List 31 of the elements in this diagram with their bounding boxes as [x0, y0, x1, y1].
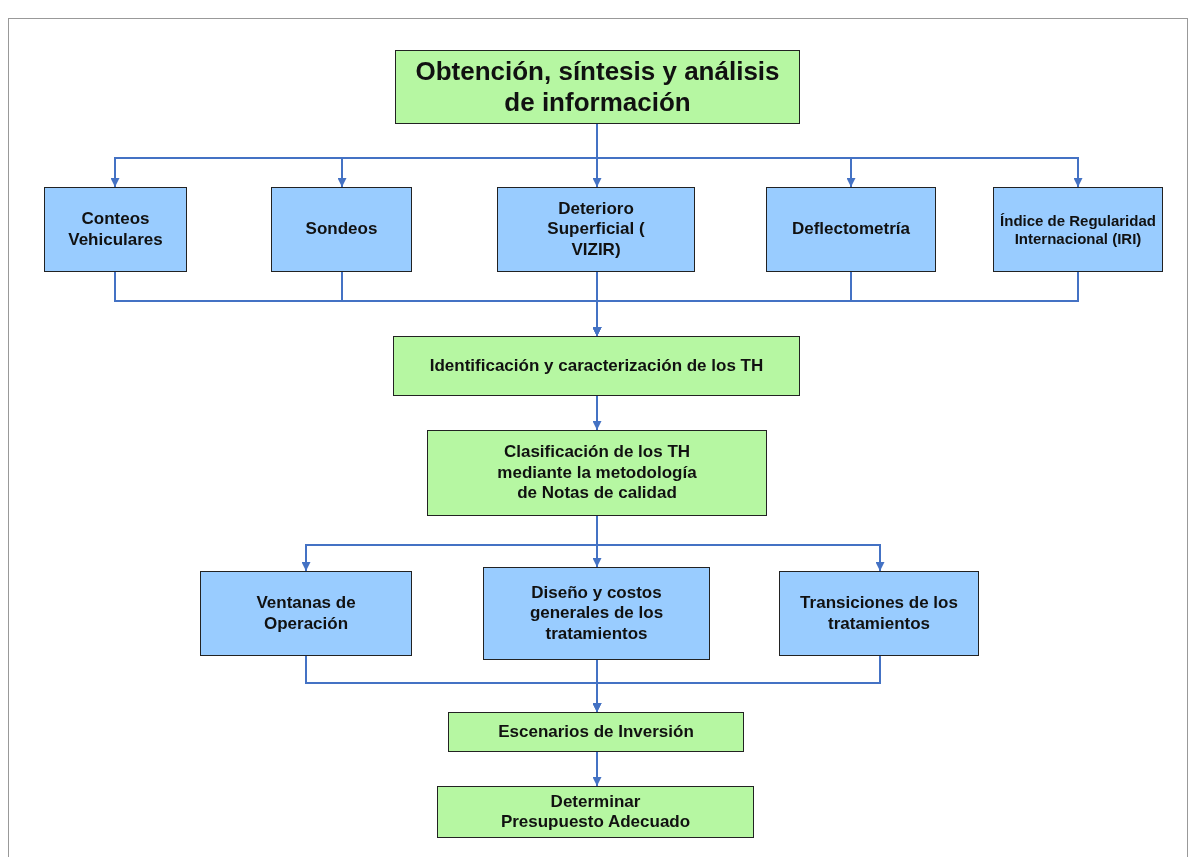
process-box	[497, 187, 695, 272]
box-label: Deflectometría	[791, 219, 911, 240]
connector-arrow	[592, 271, 1079, 337]
process-box	[395, 50, 800, 124]
connector-arrow	[592, 395, 602, 431]
process-box	[766, 187, 936, 272]
box-label: Conteos Vehiculares	[67, 209, 164, 250]
box-label: Escenarios de Inversión	[498, 721, 694, 743]
process-box	[271, 187, 412, 272]
connector-arrow	[592, 751, 602, 787]
process-box	[393, 336, 800, 396]
box-label: Deterioro Superficial ( VIZIR)	[546, 198, 646, 261]
process-box	[779, 571, 979, 656]
box-label: Ventanas de Operación	[255, 593, 357, 634]
box-label: Diseño y costos generales de los tratamientos	[528, 582, 665, 645]
box-label: Identificación y caracterización de los TH	[429, 355, 764, 377]
process-box	[437, 786, 754, 838]
process-box	[44, 187, 187, 272]
process-box	[448, 712, 744, 752]
process-box	[200, 571, 412, 656]
process-box	[993, 187, 1163, 272]
box-label: Clasificación de los TH mediante la metodología de Notas de calidad	[496, 442, 698, 504]
box-label: Obtención, síntesis y análisis de información	[414, 55, 781, 119]
connector-arrow	[596, 515, 885, 572]
connector-arrow	[592, 655, 881, 713]
box-label: Índice de Regularidad Internacional (IRI)	[1000, 211, 1156, 248]
box-label: Sondeos	[305, 219, 378, 240]
box-label: Transiciones de los tratamientos	[799, 593, 959, 634]
box-label: Determinar Presupuesto Adecuado	[499, 791, 692, 833]
process-box	[483, 567, 710, 660]
process-box	[427, 430, 767, 516]
